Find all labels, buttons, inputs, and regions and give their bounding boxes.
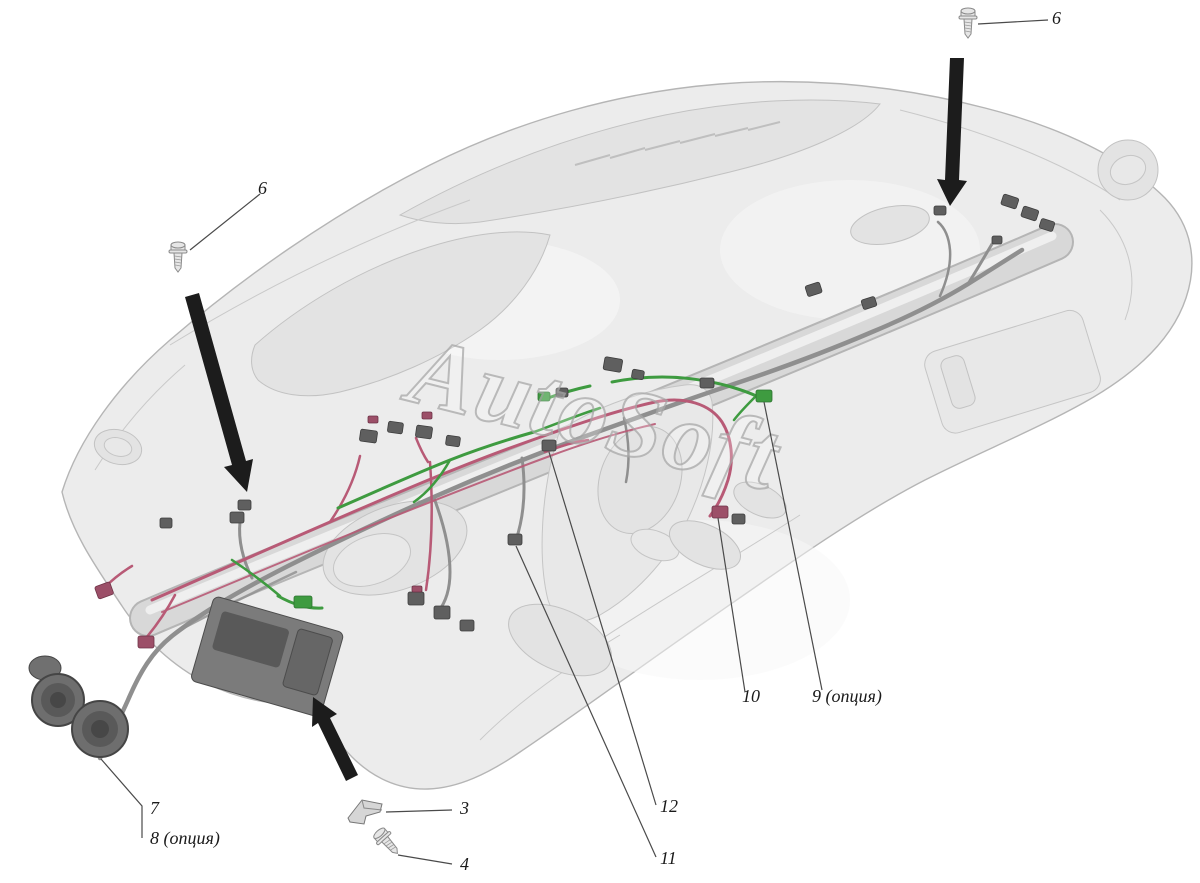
screw-top-right: [958, 7, 978, 39]
side-vent-opening: [669, 520, 741, 570]
lower-vent-opening: [508, 603, 612, 677]
callout-4: 4: [460, 854, 469, 874]
harness-connectors: [94, 193, 1056, 649]
arrow-top-right: [937, 58, 967, 206]
leader-11: [515, 545, 657, 858]
leader-lines: [100, 19, 1049, 865]
round-connectors: [28, 655, 129, 758]
leader-6-top-right: [977, 19, 1049, 25]
top-tray-opening: [850, 205, 930, 245]
leader-9: [763, 401, 823, 691]
screw-bottom: [370, 824, 405, 860]
small-opening: [733, 481, 787, 519]
callout-10: 10: [742, 686, 760, 706]
leader-3: [385, 809, 453, 813]
part-3-bracket: [347, 799, 383, 825]
connector-11: [507, 533, 523, 546]
leader-7-8: [100, 758, 143, 838]
callout-6-top-right: 6: [1052, 8, 1061, 28]
arrow-left: [185, 293, 253, 492]
screw-left: [168, 241, 188, 273]
cluster-hood: [251, 231, 551, 397]
leader-10: [717, 517, 746, 693]
callout-6-left: 6: [258, 178, 267, 198]
callout-7: 7: [150, 798, 159, 818]
connector-12: [541, 439, 557, 452]
green-harness: [230, 375, 766, 610]
callout-12: 12: [660, 796, 678, 816]
right-air-vent: [1097, 139, 1159, 201]
leader-4: [397, 854, 453, 865]
glovebox-panel: [924, 309, 1101, 434]
connector-10: [711, 505, 729, 519]
defroster-vents: [398, 99, 881, 225]
fuse-relay-block: [191, 596, 344, 717]
callout-8-option: 8 (опция): [150, 828, 220, 848]
callout-9-option: 9 (опция): [812, 686, 882, 706]
left-air-vent: [93, 428, 143, 466]
callout-3: 3: [460, 798, 469, 818]
leader-6-left: [189, 193, 261, 251]
leader-12: [548, 451, 657, 806]
arrow-bottom: [312, 697, 358, 781]
callout-11: 11: [660, 848, 677, 868]
